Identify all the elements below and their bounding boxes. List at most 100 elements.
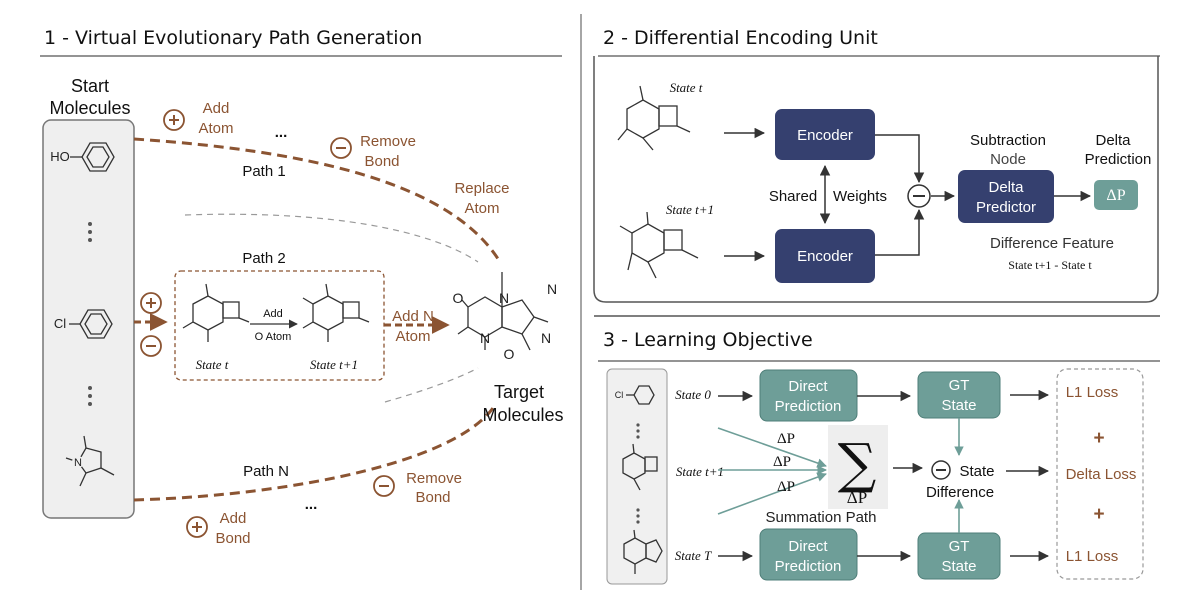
start-molecules-label-line1: Start bbox=[71, 76, 109, 96]
delta-prediction-label-line1: Delta bbox=[1095, 132, 1131, 149]
delta-p-output-box bbox=[1094, 180, 1138, 210]
state-difference-label-line2: Difference bbox=[926, 484, 994, 501]
target-o-atom-top: O bbox=[453, 290, 464, 306]
delta-label-3: ΔP bbox=[777, 479, 795, 495]
add-bond-label-line2: Bond bbox=[215, 530, 250, 547]
delta-predictor-label-line2: Predictor bbox=[976, 199, 1036, 216]
target-n-atom-far: N bbox=[541, 330, 551, 346]
section3-ellipsis-2 bbox=[636, 508, 640, 524]
delta-loss-label: Delta Loss bbox=[1066, 466, 1137, 483]
plus-sign-bottom: + bbox=[1093, 504, 1104, 525]
direct-prediction-bottom-line2: Prediction bbox=[775, 558, 842, 575]
weights-label: Weights bbox=[833, 188, 887, 205]
encoder-top-box bbox=[775, 109, 875, 160]
difference-feature-label: Difference Feature bbox=[990, 235, 1114, 252]
add-n-atom-label-line1: Add N bbox=[392, 308, 434, 325]
target-molecules-label-line2: Molecules bbox=[482, 405, 563, 425]
gt-state-bottom-line1: GT bbox=[949, 538, 970, 555]
svg-text:N: N bbox=[74, 457, 82, 469]
section3-molecule-mid bbox=[622, 443, 658, 491]
shared-label: Shared bbox=[769, 188, 817, 205]
inset-add-label: Add bbox=[263, 308, 283, 320]
target-n-atom-left: N bbox=[480, 330, 490, 346]
inset-molecule-state-t1 bbox=[302, 283, 370, 342]
summation-sub-label: ΔP bbox=[847, 488, 867, 507]
ho-atom-label: HO bbox=[50, 149, 70, 164]
inset-o-atom-label: O Atom bbox=[255, 331, 292, 343]
section2-title: 2 - Differential Encoding Unit bbox=[603, 27, 878, 49]
section3-state-0-label: State 0 bbox=[675, 387, 711, 402]
gt-state-bottom-line2: State bbox=[941, 558, 976, 575]
encoder-bottom-to-subtract-arrow bbox=[875, 208, 925, 256]
section2-molecule-state-t1 bbox=[619, 211, 699, 279]
inset-molecule-state-t bbox=[182, 283, 250, 342]
remove-bond-bottom-minus-icon bbox=[373, 475, 395, 497]
encoder-bottom-label: Encoder bbox=[797, 248, 853, 265]
loss-panel bbox=[1056, 368, 1144, 580]
target-n-atom-top: N bbox=[499, 290, 509, 306]
path2-label: Path 2 bbox=[242, 250, 285, 267]
path2-plus-icon bbox=[140, 292, 162, 314]
target-molecules-label-line1: Target bbox=[494, 382, 544, 402]
gt-state-top-line2: State bbox=[941, 397, 976, 414]
summation-path-label: Summation Path bbox=[766, 509, 877, 526]
subtraction-node-icon bbox=[907, 184, 931, 208]
summation-box bbox=[828, 425, 888, 509]
vertical-ellipsis-1 bbox=[88, 222, 92, 242]
path2-lower-hint bbox=[384, 367, 479, 403]
section3-state-T-label: State T bbox=[675, 548, 712, 563]
section2-molecule-state-t bbox=[617, 85, 691, 151]
delta-arrow-1 bbox=[717, 427, 827, 468]
vertical-ellipsis-2 bbox=[88, 386, 92, 406]
ellipsis-top: ... bbox=[275, 124, 288, 141]
inset-state-t1-label: State t+1 bbox=[310, 357, 358, 372]
pathN-label: Path N bbox=[243, 463, 289, 480]
ellipsis-bottom: ... bbox=[305, 496, 318, 513]
cl-atom-label: Cl bbox=[54, 316, 66, 331]
direct-prediction-bottom-box bbox=[759, 528, 858, 581]
direct-prediction-top-line2: Prediction bbox=[775, 398, 842, 415]
difference-formula-label: State t+1 - State t bbox=[1008, 258, 1092, 272]
delta-label-2: ΔP bbox=[773, 454, 791, 470]
phenol-molecule: HO bbox=[50, 142, 115, 172]
replace-atom-label-line2: Atom bbox=[464, 200, 499, 217]
path1-curve bbox=[133, 137, 502, 263]
section1-title: 1 - Virtual Evolutionary Path Generation bbox=[44, 27, 422, 49]
inset-state-t-label: State t bbox=[196, 357, 229, 372]
path2-minus-icon bbox=[140, 335, 162, 357]
delta-prediction-label-line2: Prediction bbox=[1085, 151, 1152, 168]
encoder-top-to-subtract-arrow bbox=[875, 134, 925, 184]
pyrrole-molecule: N bbox=[65, 435, 115, 487]
target-n-atom-right: N bbox=[547, 281, 557, 297]
direct-prediction-top-line1: Direct bbox=[788, 378, 828, 395]
gt-state-top-line1: GT bbox=[949, 377, 970, 394]
encoder-bottom-box bbox=[775, 229, 875, 283]
section3-chlorobenzene: Cl bbox=[615, 385, 655, 405]
path2-upper-hint bbox=[184, 213, 479, 263]
delta-predictor-label-line1: Delta bbox=[988, 179, 1024, 196]
replace-atom-label-line1: Replace bbox=[454, 180, 509, 197]
add-bond-plus-icon bbox=[186, 516, 208, 538]
delta-arrow-3 bbox=[717, 472, 827, 515]
remove-bond-bottom-label-line2: Bond bbox=[415, 489, 450, 506]
subtraction-node-label-line2: Node bbox=[990, 151, 1026, 168]
section3-molecule-final bbox=[623, 529, 663, 574]
delta-label-1: ΔP bbox=[777, 431, 795, 447]
add-atom-plus-icon bbox=[163, 109, 185, 131]
summation-symbol: ∑ bbox=[838, 432, 877, 495]
section3-state-t1-label: State t+1 bbox=[676, 464, 724, 479]
add-atom-label-line1: Add bbox=[203, 100, 230, 117]
remove-bond-top-label-line2: Bond bbox=[364, 153, 399, 170]
add-n-atom-label-line2: Atom bbox=[395, 328, 430, 345]
pathN-curve bbox=[133, 404, 497, 502]
target-molecule: O N N O N N bbox=[453, 272, 557, 362]
delta-predictor-box bbox=[958, 170, 1054, 223]
section3-ellipsis-1 bbox=[636, 423, 640, 439]
l1-loss-bottom-label: L1 Loss bbox=[1066, 548, 1119, 565]
chlorobenzene-molecule: Cl bbox=[54, 309, 113, 339]
state-difference-minus-icon bbox=[931, 460, 951, 480]
state-difference-label-line1: State bbox=[959, 463, 994, 480]
target-o-atom-bottom: O bbox=[504, 346, 515, 362]
direct-prediction-bottom-line1: Direct bbox=[788, 538, 828, 555]
